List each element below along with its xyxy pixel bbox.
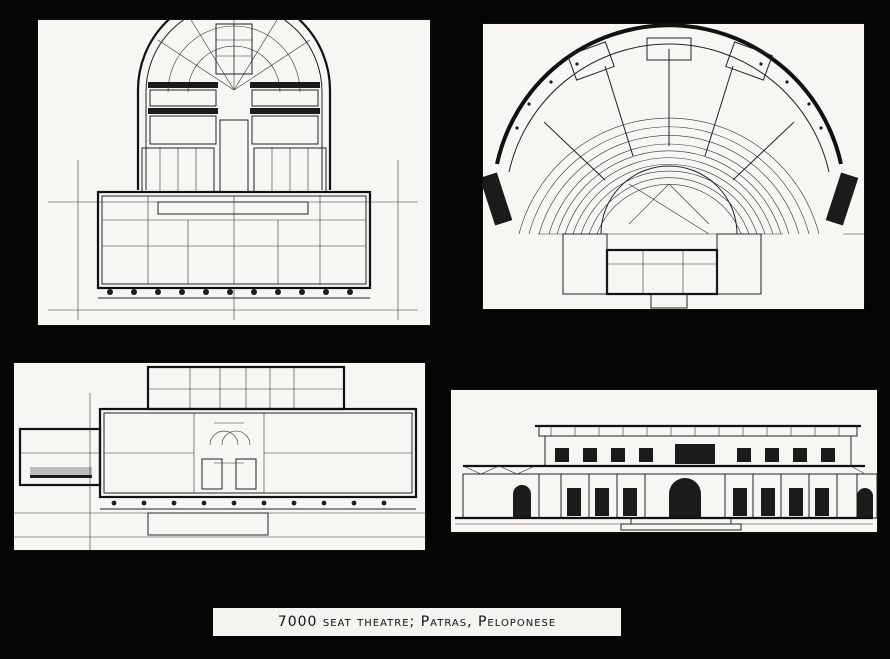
caption-label: 7000 seat theatre; Patras, Peloponese (213, 608, 621, 636)
front-elevation-drawing (455, 424, 877, 531)
ground-floor-plan-drawing (14, 365, 425, 550)
elevation-sheet (451, 390, 877, 532)
plan-sheet-ground-floor (14, 363, 425, 550)
plan-sheet-apse (38, 20, 430, 325)
amphitheatre-seating-drawing (483, 24, 864, 309)
apse-floor-plan-drawing (48, 20, 418, 320)
plan-sheet-amphitheatre (483, 24, 864, 309)
caption-text: 7000 seat theatre; Patras, Peloponese (277, 614, 557, 630)
